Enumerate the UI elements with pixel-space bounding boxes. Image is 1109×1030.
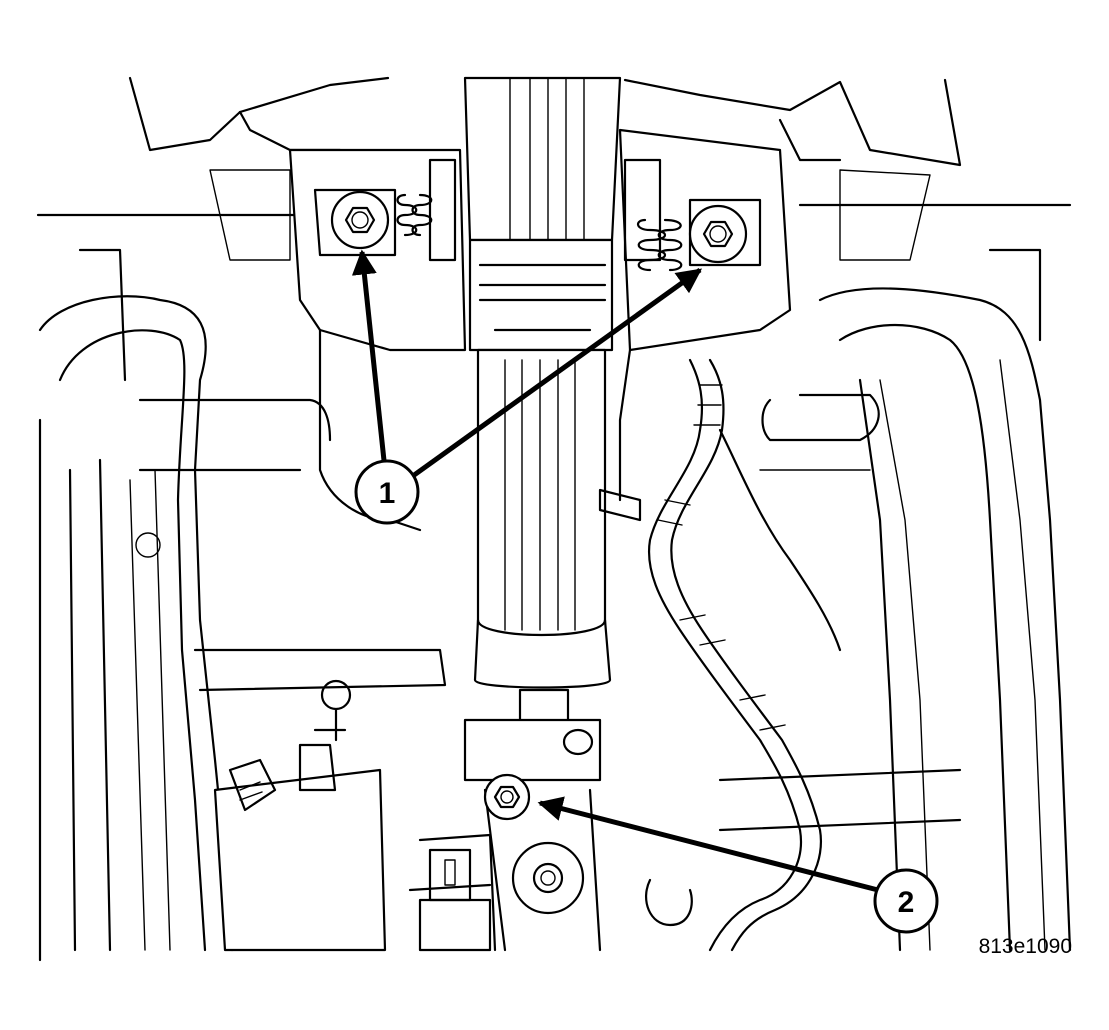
callout-1-label: 1 — [379, 477, 396, 510]
arrow-2-to-lower-nut — [537, 796, 879, 893]
callout-1: 1 — [354, 459, 420, 525]
arrow-1-to-upper-left-nut — [351, 249, 388, 471]
callout-2: 2 — [873, 868, 939, 934]
brake-cylinder — [213, 679, 387, 952]
upper-right-nut — [688, 204, 748, 264]
lower-column-support — [408, 788, 602, 952]
callout-2-label: 2 — [898, 886, 915, 919]
dash-frame — [36, 76, 1072, 382]
left-trim-panel — [38, 295, 234, 962]
arrow-1-to-upper-right-nut — [408, 267, 703, 481]
callout-arrows — [351, 249, 879, 893]
figure-id: 813e1090 — [979, 935, 1072, 958]
wiring-harness — [598, 358, 842, 952]
electrical-connectors — [418, 158, 662, 952]
upper-left-nut — [330, 190, 390, 250]
cross-members — [135, 393, 962, 832]
lower-nut — [483, 773, 531, 821]
right-trim-panel — [818, 287, 1072, 952]
steering-column — [463, 76, 622, 782]
